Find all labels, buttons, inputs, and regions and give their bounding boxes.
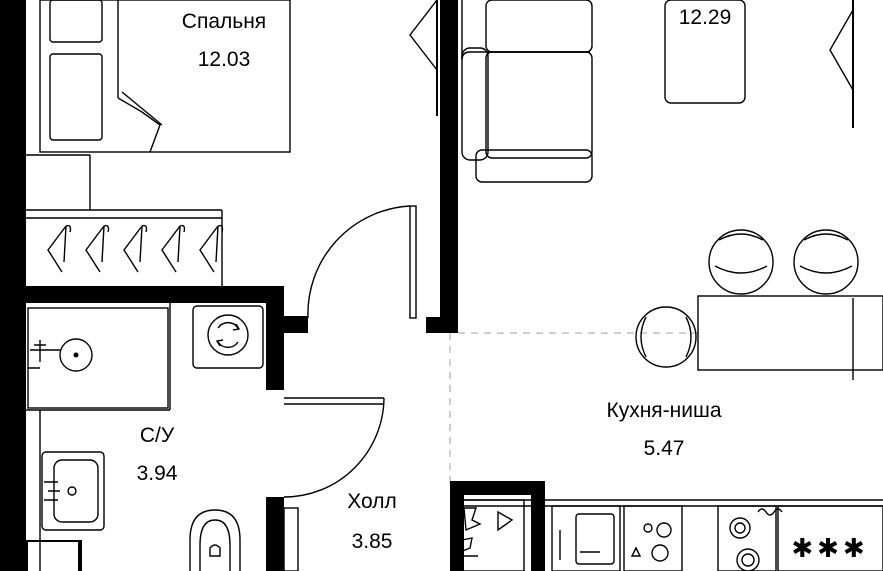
bar-counter: [697, 295, 883, 371]
room-name-kitchen: Кухня-ниша: [606, 399, 721, 422]
hanger-icon: [85, 224, 110, 273]
room-label-bedroom: Спальня 12.03: [182, 10, 266, 71]
walls: [0, 0, 545, 571]
room-name-bedroom: Спальня: [182, 10, 266, 33]
room-name-bathroom: С/У: [140, 424, 175, 447]
washing-machine-icon: [192, 305, 264, 369]
sofa-icon: [461, 0, 593, 183]
room-area-living: 12.29: [679, 6, 732, 29]
shower-icon: [27, 307, 169, 409]
armchair-icon: [664, 0, 746, 104]
sink-icon: [41, 451, 105, 531]
room-label-living: 12.29: [679, 6, 732, 29]
fridge-icon: [453, 499, 525, 571]
room-area-hall: 3.85: [352, 530, 393, 553]
room-area-bathroom: 3.94: [137, 462, 178, 485]
door-bedroom-left: [409, 0, 438, 116]
room-area-kitchen: 5.47: [644, 437, 685, 460]
hanger-icon: [123, 224, 148, 273]
room-label-kitchen: Кухня-ниша 5.47: [606, 399, 721, 460]
svg-text:✱✱✱: ✱✱✱: [791, 533, 868, 563]
bar-stool-icon: [635, 229, 859, 368]
bed-icon: [39, 0, 291, 153]
room-area-bedroom: 12.03: [198, 48, 251, 71]
hanger-icon: [47, 224, 72, 273]
kitchen-sink-icon: [551, 505, 621, 571]
stove-icon: [717, 505, 783, 571]
extractor-hood-icon: ✱✱✱: [777, 505, 883, 571]
hanger-icon: [199, 224, 224, 273]
wardrobe-hangers-icon: [47, 224, 224, 273]
room-label-bathroom: С/У 3.94: [137, 424, 178, 485]
door-hall-top: [307, 205, 417, 319]
hanger-icon: [161, 224, 186, 273]
toilet-icon: [189, 509, 241, 571]
room-name-hall: Холл: [347, 490, 397, 513]
door-living-right: [829, 0, 854, 128]
dishwasher-icon: [623, 505, 683, 571]
room-label-hall: Холл 3.85: [347, 490, 397, 553]
kitchen-zone-divider: [449, 332, 700, 481]
door-bathroom: [283, 397, 385, 498]
door-entry: [283, 507, 299, 571]
